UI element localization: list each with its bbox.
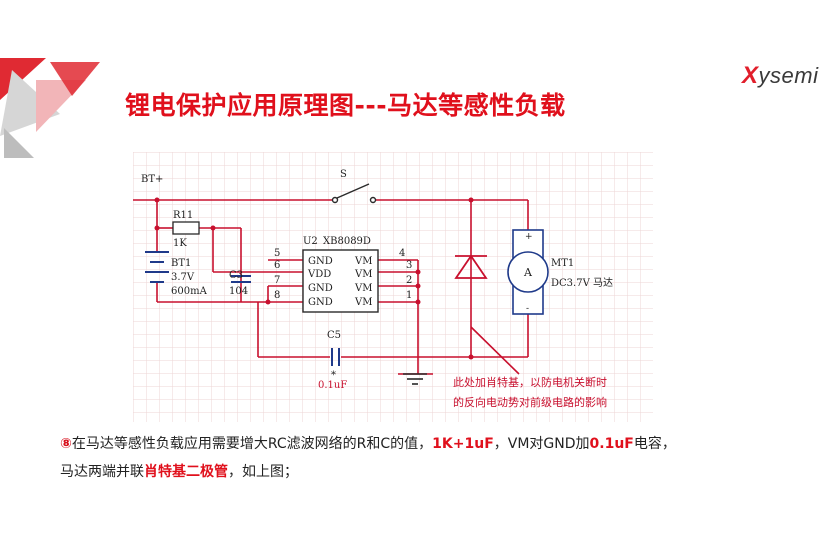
label-motor: MT1 (551, 258, 574, 269)
step-number: ⑧ (60, 436, 72, 452)
highlight-cap-value: 0.1uF (589, 436, 634, 452)
pin-label: 6 (274, 260, 280, 271)
chip-pin-name: VM (354, 269, 372, 280)
note-line-1: 此处加肖特基，以防电机关断时 (453, 375, 607, 389)
motor-plus: + (525, 232, 533, 242)
pin-label: 2 (406, 275, 412, 286)
label-r11: R11 (173, 210, 193, 221)
label-bt1: BT1 (171, 258, 191, 269)
pin-label: 3 (406, 260, 412, 271)
decorative-triangles (0, 58, 100, 158)
highlight-rc-values: 1K+1uF (432, 436, 494, 452)
pin-label: 1 (406, 290, 412, 301)
chip-pin-name: VM (354, 256, 372, 267)
note-line-2: 的反向电动势对前级电路的影响 (453, 395, 607, 409)
motor-minus: - (526, 304, 529, 314)
chip-pin-name: VDD (307, 269, 331, 280)
chip-pin-name: GND (308, 283, 333, 294)
label-c5: C5 (327, 330, 341, 341)
label-u2: U2 (303, 236, 318, 247)
label-c5-value: 0.1uF (318, 380, 347, 391)
company-logo: Xysemi (742, 62, 819, 89)
caption-text: ⑧在马达等感性负载应用需要增大RC滤波网络的R和C的值，1K+1uF，VM对GN… (60, 430, 820, 486)
label-part: XB8089D (323, 236, 371, 247)
label-motor-spec: DC3.7V 马达 (551, 277, 613, 289)
chip-pin-name: GND (308, 256, 333, 267)
pin-label: 8 (274, 290, 280, 301)
label-bt1-capacity: 600mA (171, 286, 208, 297)
circuit-schematic: BT+ S R11 1K U2 XB8089D BT1 3.7V 600mA C… (133, 152, 653, 422)
label-bt1-voltage: 3.7V (171, 272, 195, 283)
label-bt-plus: BT+ (141, 174, 163, 185)
label-r11-value: 1K (173, 238, 187, 249)
label-c3: C3 (229, 270, 243, 281)
label-switch: S (340, 169, 347, 180)
pin-label: 5 (274, 248, 280, 259)
motor-symbol: A (523, 266, 533, 279)
caption-line-2: 马达两端并联肖特基二极管，如上图； (60, 464, 298, 480)
pin-label: 4 (399, 248, 405, 259)
label-c3-value: 104 (229, 286, 248, 297)
pin-label: 7 (274, 275, 280, 286)
label-c5-mark: * (331, 370, 336, 381)
chip-pin-name: VM (354, 283, 372, 294)
chip-pin-name: GND (308, 297, 333, 308)
highlight-schottky: 肖特基二极管 (144, 464, 228, 480)
caption-line-1: ⑧在马达等感性负载应用需要增大RC滤波网络的R和C的值，1K+1uF，VM对GN… (60, 436, 676, 452)
page-title: 锂电保护应用原理图---马达等感性负载 (125, 91, 566, 120)
chip-pin-name: VM (354, 297, 372, 308)
